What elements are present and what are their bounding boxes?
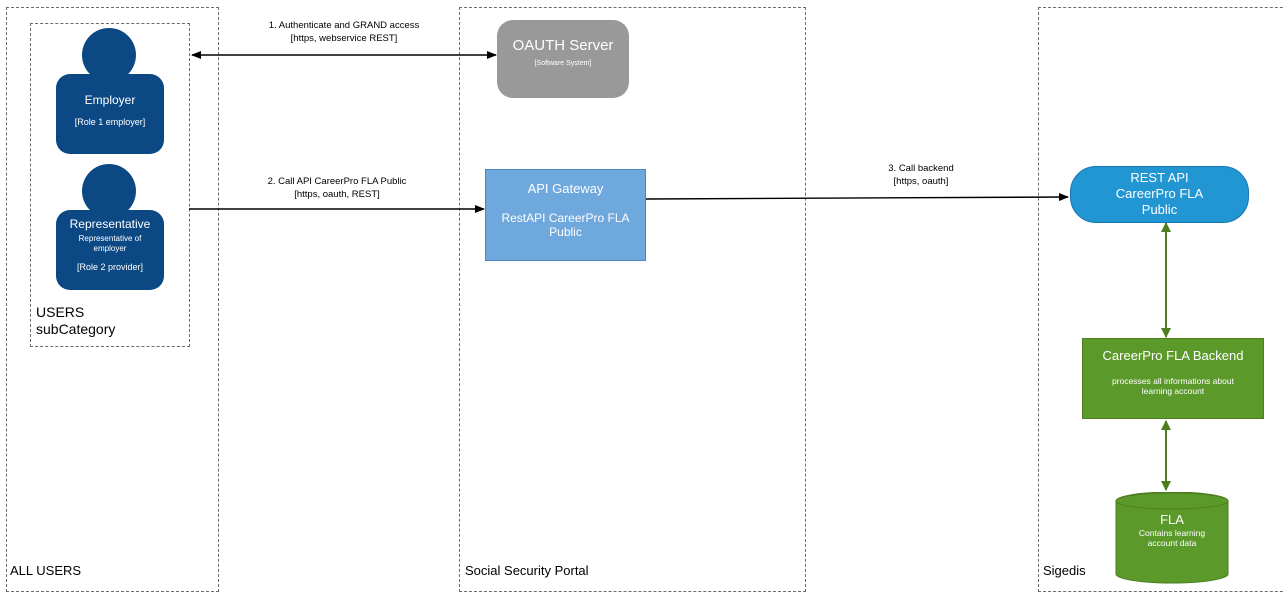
boundary-users-subcategory-label: USERS subCategory	[36, 304, 115, 338]
boundary-portal-label: Social Security Portal	[465, 563, 589, 578]
person-representative-head	[82, 164, 136, 218]
database-fla-desc-line1: Contains learning	[1138, 528, 1206, 538]
oauth-server-name: OAUTH Server	[512, 37, 614, 54]
edge-3-label-line2: [https, oauth]	[893, 176, 949, 187]
boundary-sigedis-label: Sigedis	[1043, 563, 1086, 578]
edge-1-label: 1. Authenticate and GRAND access [https,…	[269, 19, 420, 45]
person-representative-body: Representative Representative of employe…	[56, 210, 164, 290]
person-representative-desc-line2: employer	[93, 244, 127, 253]
database-fla-title: FLA	[1160, 512, 1184, 527]
api-gateway-desc-line2: Public	[549, 225, 582, 239]
system-oauth-server[interactable]: OAUTH Server [Software System]	[497, 20, 629, 98]
container-api-gateway[interactable]: API Gateway RestAPI CareerPro FLA Public	[485, 169, 646, 261]
person-employer-role: [Role 1 employer]	[74, 117, 146, 127]
boundary-users-subcategory	[30, 23, 190, 347]
oauth-server-type: [Software System]	[534, 60, 592, 67]
boundary-all-users-label: ALL USERS	[10, 563, 82, 578]
container-rest-api[interactable]: REST API CareerPro FLA Public	[1070, 166, 1249, 223]
edge-2-label-line2: [https, oauth, REST]	[294, 189, 380, 200]
edge-3-label-line1: 3. Call backend	[888, 163, 954, 174]
users-label-line2: subCategory	[36, 321, 116, 337]
person-employer-body: Employer [Role 1 employer]	[56, 74, 164, 154]
person-representative-role: [Role 2 provider]	[76, 262, 144, 272]
backend-desc-line1: processes all informations about	[1112, 376, 1234, 386]
edge-1-label-line1: 1. Authenticate and GRAND access	[268, 20, 420, 31]
edge-2-label-line1: 2. Call API CareerPro FLA Public	[267, 176, 407, 187]
backend-desc-line2: learning account	[1141, 386, 1205, 396]
backend-title: CareerPro FLA Backend	[1102, 348, 1244, 363]
person-representative-name: Representative	[69, 217, 151, 231]
person-representative-desc-line1: Representative of	[78, 234, 142, 243]
rest-api-line1: REST API	[1130, 170, 1189, 185]
users-label-line1: USERS	[36, 304, 85, 320]
edge-3-line	[645, 193, 1069, 202]
person-employer[interactable]: Employer [Role 1 employer]	[56, 28, 164, 154]
database-fla-desc-line2: account data	[1147, 538, 1197, 548]
api-gateway-title: API Gateway	[527, 181, 604, 196]
edge-3-label: 3. Call backend [https, oauth]	[888, 162, 953, 188]
api-gateway-desc-line1: RestAPI CareerPro FLA	[501, 211, 630, 225]
database-fla-shape	[1115, 492, 1229, 584]
rest-api-line3: Public	[1141, 202, 1178, 217]
database-fla[interactable]: FLA Contains learning account data	[1115, 492, 1229, 584]
rest-api-line2: CareerPro FLA	[1115, 186, 1204, 201]
edge-2-label: 2. Call API CareerPro FLA Public [https,…	[268, 175, 407, 201]
person-employer-name: Employer	[84, 93, 136, 107]
container-careerpro-backend[interactable]: CareerPro FLA Backend processes all info…	[1082, 338, 1264, 419]
edge-1-label-line2: [https, webservice REST]	[290, 33, 398, 44]
person-employer-head	[82, 28, 136, 82]
person-representative[interactable]: Representative Representative of employe…	[56, 164, 164, 290]
